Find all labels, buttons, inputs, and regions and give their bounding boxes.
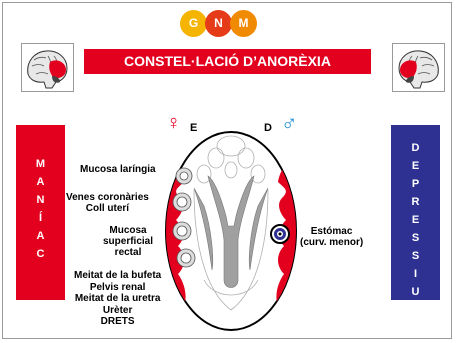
left-side-letter: E [190,122,198,134]
depressiu-letter: U [411,286,420,298]
label-mucosa-superficial: Mucosa superficial rectal [103,225,154,258]
mania-letter: A [36,230,45,242]
brain-right-thumbnail [392,43,445,92]
marker-estomac [270,224,290,244]
depressiu-letter: E [411,214,420,226]
label-estomac: Estómac (curv. menor) [300,226,364,248]
logo-letter-n: N [205,10,232,37]
right-side-letter: D [264,122,272,134]
brain-left-icon [27,50,68,89]
depressiu-letter: I [413,268,418,280]
central-gray-structure [207,175,255,288]
label-mucosa-laringia: Mucosa laríngia [80,164,156,175]
brain-left-thumbnail [21,43,74,92]
depressiu-letter: P [411,178,420,190]
depressiu-letter: S [411,250,420,262]
mania-letter: M [35,158,46,170]
female-symbol: ♀ [166,112,181,134]
slide-frame [2,2,452,339]
mania-letter: C [36,248,45,260]
mania-letter: N [36,194,45,206]
depressiu-letter: R [411,196,420,208]
mania-letter: A [36,176,45,188]
male-symbol: ♂ [281,110,298,135]
brain-right-icon [398,50,439,89]
logo-letter-g: G [180,10,207,37]
mania-letter: Í [38,212,43,224]
logo-letter-m: M [230,10,257,37]
depressiu-letter: E [411,160,420,172]
label-venes-coronaries: Venes coronàries Coll uterí [66,192,149,214]
depressiu-bar: D E P R E S S I U [391,125,440,300]
ginm-logo: G N M [174,10,270,38]
label-bottom-list: Meitat de la bufeta Pelvis renal Meitat … [74,270,162,327]
depressiu-letter: D [411,142,420,154]
diagram-title: CONSTEL·LACIÓ D’ANORÈXIA [84,49,371,74]
mania-bar: M A N Í A C [16,125,65,300]
depressiu-letter: S [411,232,420,244]
brain-relay-diagram [165,131,297,331]
